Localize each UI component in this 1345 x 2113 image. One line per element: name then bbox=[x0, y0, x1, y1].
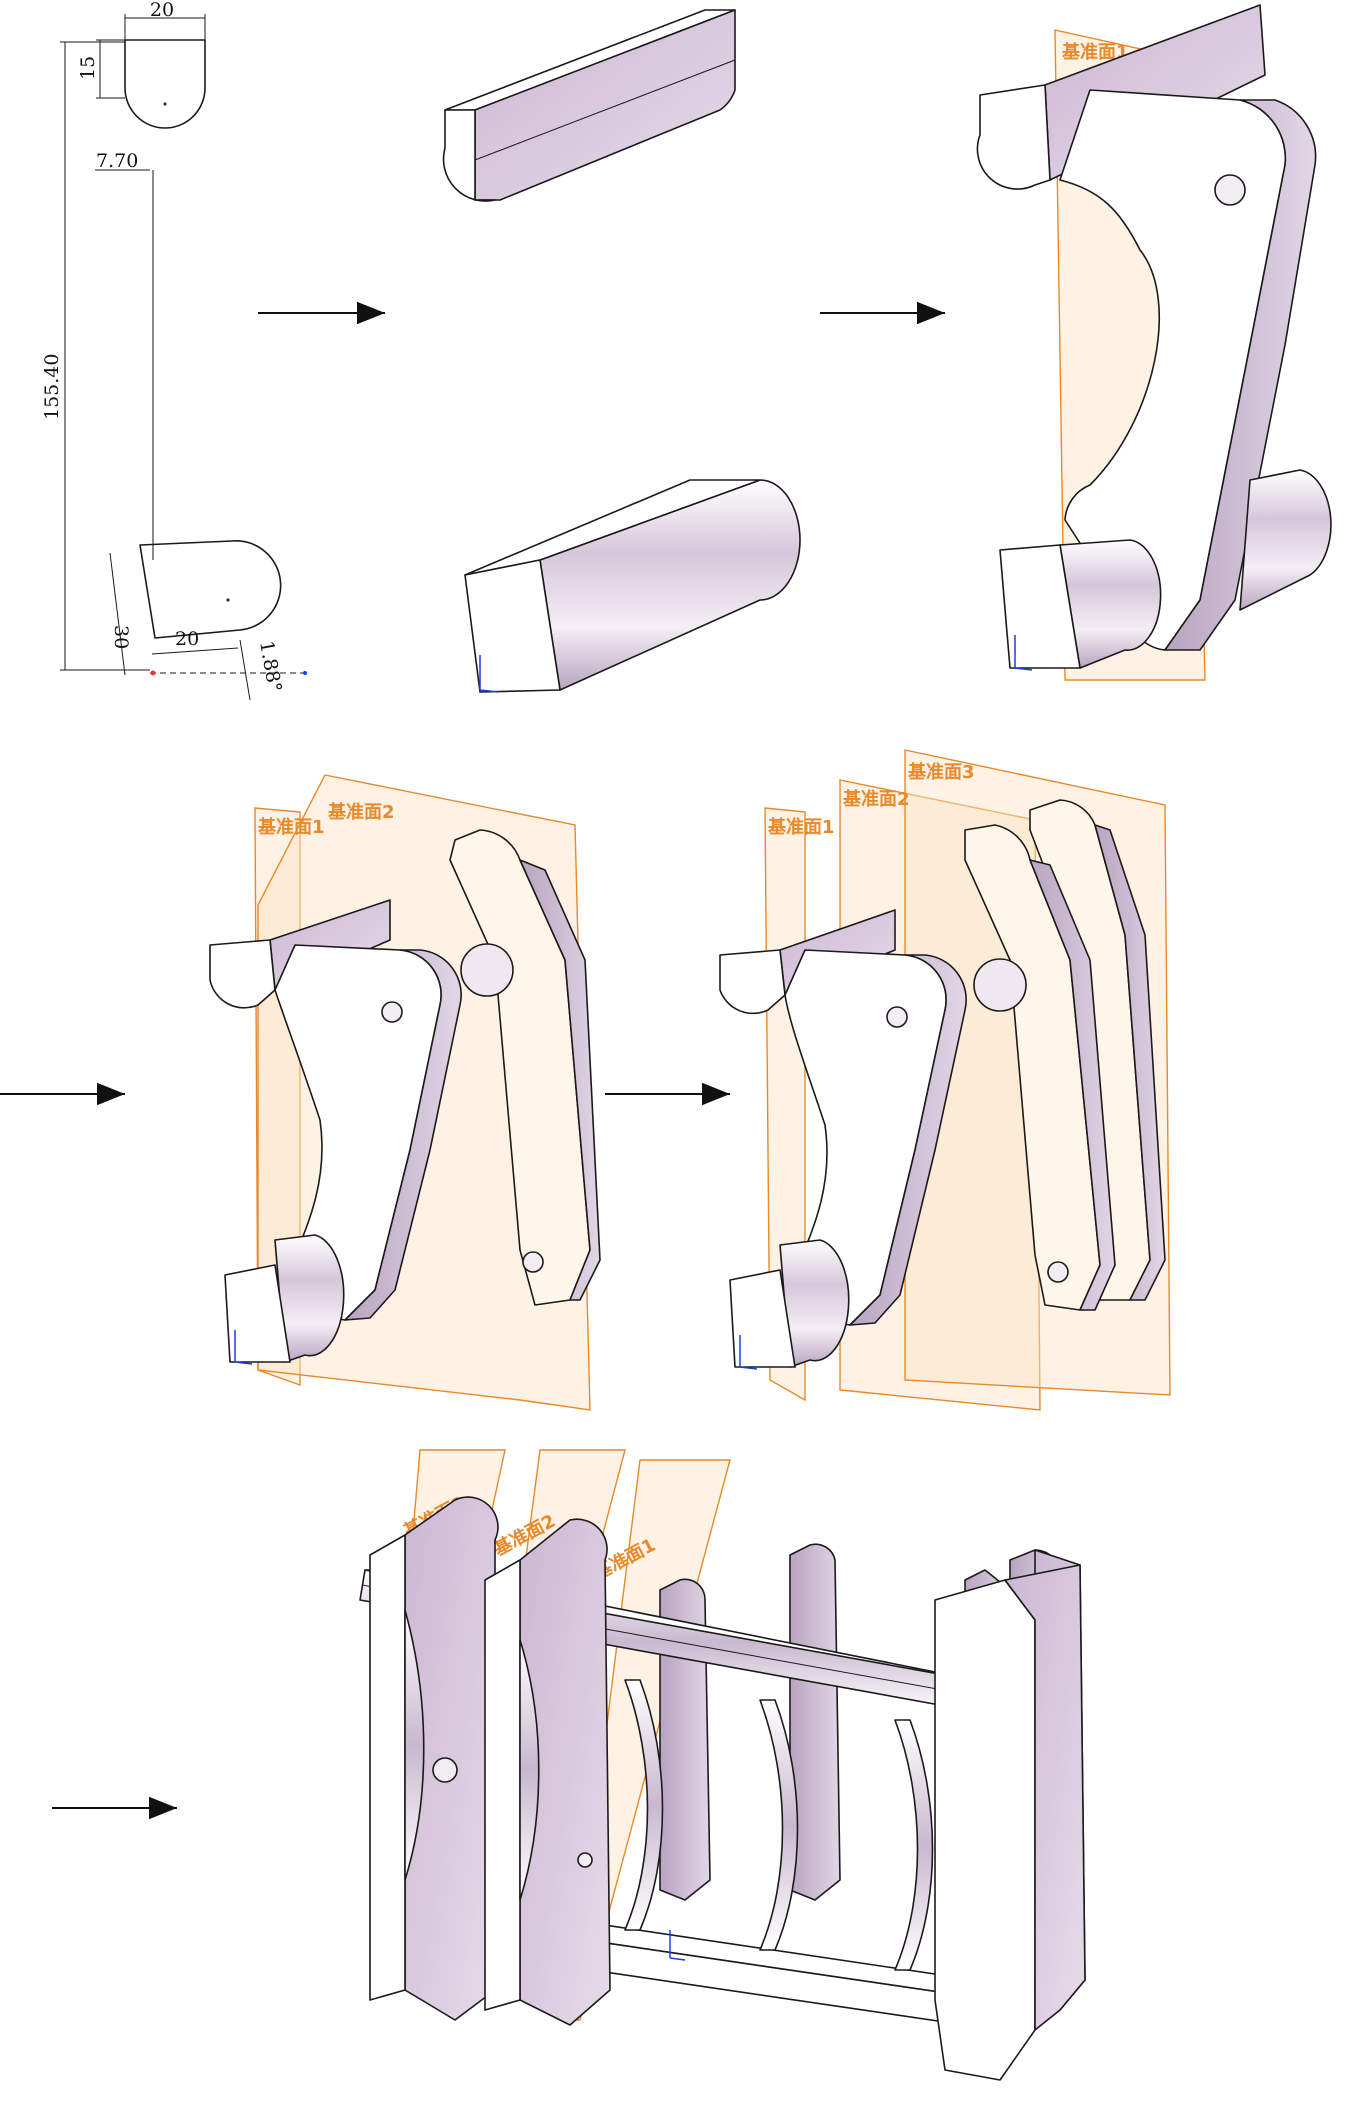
plane-1-label-view3: 基准面1 bbox=[1061, 41, 1129, 63]
plane-2-label-view4: 基准面2 bbox=[327, 801, 395, 823]
final-assembly-view: 基准面3 基准面2 基准面1 bbox=[359, 1449, 1086, 2081]
dim-top-height: 15 bbox=[77, 56, 99, 80]
plane-1-label-view4: 基准面1 bbox=[257, 816, 325, 838]
sketch-top-center bbox=[163, 102, 167, 106]
mirror-view-2-planes: 基准面1 基准面2 bbox=[209, 774, 601, 1411]
plane-3-label-view5: 基准面3 bbox=[907, 761, 975, 783]
sketch-top-profile bbox=[124, 39, 206, 129]
loft-view: 基准面1 bbox=[976, 4, 1332, 681]
dim-top-width: 20 bbox=[150, 0, 174, 21]
dim-bottom-height: 30 bbox=[110, 625, 132, 649]
dim-angle: 1.88° bbox=[255, 639, 286, 694]
sketch-view: 20 15 7.70 155.40 30 20 1.88° bbox=[41, 0, 307, 701]
extrusion-view bbox=[442, 9, 801, 693]
plane-2-label-view5: 基准面2 bbox=[842, 788, 910, 810]
plane-1-label-view5: 基准面1 bbox=[767, 816, 835, 838]
mirror-view-3-planes: 基准面1 基准面2 基准面3 bbox=[719, 749, 1171, 1411]
dim-total-height: 155.40 bbox=[41, 354, 63, 420]
dim-bottom-width: 20 bbox=[175, 628, 199, 650]
sketch-bottom-profile bbox=[139, 540, 282, 639]
dim-offset: 7.70 bbox=[96, 150, 138, 172]
